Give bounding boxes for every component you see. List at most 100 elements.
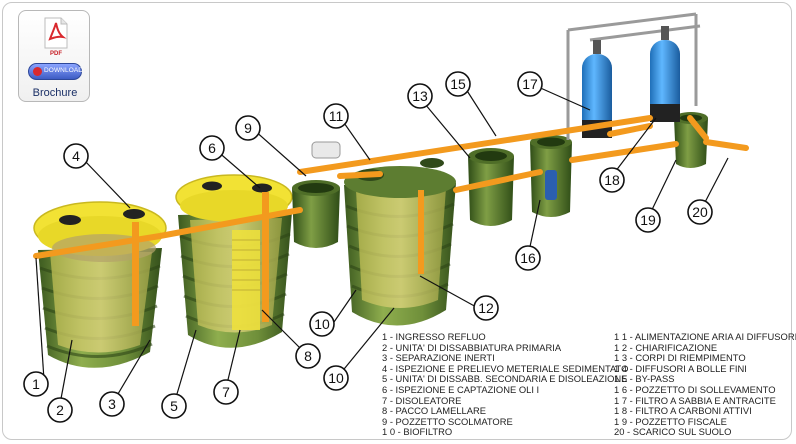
tank-dissabbiatura-secondaria — [175, 174, 293, 348]
callout-10: 10 — [323, 365, 349, 391]
callout-15: 15 — [445, 71, 471, 97]
callout-circle — [295, 343, 321, 369]
callout-circle — [309, 311, 335, 337]
callout-circle — [515, 245, 541, 271]
filter-frame — [566, 12, 701, 140]
callout-number: 2 — [56, 402, 64, 418]
callout-16: 16 — [515, 245, 541, 271]
download-icon — [33, 67, 42, 76]
piping — [33, 115, 749, 259]
callout-circle — [635, 207, 661, 233]
callout-20: 20 — [687, 199, 713, 225]
tank-biofiltro — [344, 158, 456, 326]
callout-number: 12 — [478, 300, 494, 316]
callout-number: 7 — [222, 384, 230, 400]
callout-circle — [213, 379, 239, 405]
chiarificazione-tank — [468, 148, 514, 226]
callout-9: 9 — [235, 115, 261, 141]
download-button[interactable]: DOWNLOAD — [28, 63, 84, 80]
callout-4: 4 — [63, 143, 89, 169]
callout-circle — [517, 71, 543, 97]
legend-right: 1 1 - ALIMENTAZIONE ARIA AI DIFFUSORI 1 … — [614, 331, 796, 438]
callout-circle — [23, 371, 49, 397]
callout-13: 13 — [407, 83, 433, 109]
legend-item: 1 4 - DIFFUSORI A BOLLE FINI — [614, 362, 747, 374]
legend-item: 1 9 - POZZETTO FISCALE — [614, 415, 727, 427]
legend-item: 1 8 - FILTRO A CARBONI ATTIVI — [614, 405, 752, 417]
blower-icon — [311, 141, 341, 159]
pdf-badge: PDF — [50, 51, 62, 57]
callout-circle — [323, 103, 349, 129]
callout-number: 20 — [692, 204, 708, 220]
legend-item: 20 - SCARICO SUL SUOLO — [614, 426, 732, 438]
callout-number: 16 — [520, 250, 536, 266]
legend-item: 1 3 - CORPI DI RIEMPIMENTO — [614, 352, 746, 364]
pdf-icon — [44, 17, 68, 49]
callout-number: 10 — [328, 370, 344, 386]
brochure-label[interactable]: Brochure — [32, 87, 78, 99]
legend-item: 3 - SEPARAZIONE INERTI — [382, 352, 495, 364]
callout-number: 10 — [314, 316, 330, 332]
download-label: DOWNLOAD — [44, 67, 84, 74]
legend-item: 1 2 - CHIARIFICAZIONE — [614, 341, 718, 353]
callout-7: 7 — [213, 379, 239, 405]
callout-number: 18 — [604, 172, 620, 188]
callout-1: 1 — [23, 371, 49, 397]
legend-left: 1 - INGRESSO REFLUO 2 - UNITA' DI DISSAB… — [382, 331, 629, 438]
callout-number: 1 — [32, 376, 40, 392]
callout-circle — [473, 295, 499, 321]
callout-19: 19 — [635, 207, 661, 233]
callout-number: 5 — [170, 398, 178, 414]
callout-circle — [99, 391, 125, 417]
callout-circle — [599, 167, 625, 193]
callout-number: 13 — [412, 88, 428, 104]
filtro-carboni-attivi — [650, 26, 680, 122]
callout-number: 17 — [522, 76, 538, 92]
legend-item: 1 1 - ALIMENTAZIONE ARIA AI DIFFUSORI — [614, 331, 796, 342]
callout-number: 4 — [72, 148, 80, 164]
callout-circle — [687, 199, 713, 225]
callout-6: 6 — [199, 135, 225, 161]
callout-number: 3 — [108, 396, 116, 412]
legend-item: 1 7 - FILTRO A SABBIA E ANTRACITE — [614, 394, 776, 406]
legend-item: 2 - UNITA' DI DISSABBIATURA PRIMARIA — [382, 341, 562, 353]
callout-number: 15 — [450, 76, 466, 92]
legend-item: 5 - UNITA' DI DISSABB. SECONDARIA E DISO… — [382, 373, 628, 385]
legend-item: 4 - ISPEZIONE E PRELIEVO METERIALE SEDIM… — [382, 362, 629, 374]
pozzetto-sollevamento — [530, 135, 572, 217]
callout-number: 6 — [208, 140, 216, 156]
legend-item: 6 - ISPEZIONE E CAPTAZIONE OLI I — [382, 383, 540, 395]
callout-circle — [445, 71, 471, 97]
callout-circle — [161, 393, 187, 419]
legend-item: 8 - PACCO LAMELLARE — [382, 405, 487, 417]
brochure-panel[interactable]: PDF DOWNLOAD Brochure — [18, 10, 90, 102]
callout-circle — [199, 135, 225, 161]
callout-circle — [235, 115, 261, 141]
callout-number: 9 — [244, 120, 252, 136]
callout-number: 11 — [329, 108, 344, 124]
legend-item: 1 5 - BY-PASS — [614, 373, 675, 385]
callout-12: 12 — [473, 295, 499, 321]
callout-11: 11 — [323, 103, 349, 129]
legend-item: 7 - DISOLEATORE — [382, 394, 462, 406]
callout-2: 2 — [47, 397, 73, 423]
callout-circle — [323, 365, 349, 391]
legend-item: 9 - POZZETTO SCOLMATORE — [382, 415, 513, 427]
callout-number: 19 — [640, 212, 656, 228]
callout-3: 3 — [99, 391, 125, 417]
legend-item: 1 0 - BIOFILTRO — [382, 426, 453, 438]
leader-lines — [35, 85, 729, 405]
legend-item: 1 - INGRESSO REFLUO — [382, 331, 486, 342]
callout-circle — [63, 143, 89, 169]
pozzetto-scolmatore — [292, 180, 340, 248]
callout-10: 10 — [309, 311, 335, 337]
callout-circle — [407, 83, 433, 109]
callout-18: 18 — [599, 167, 625, 193]
callout-17: 17 — [517, 71, 543, 97]
callout-5: 5 — [161, 393, 187, 419]
callout-number: 8 — [304, 348, 312, 364]
callout-circle — [47, 397, 73, 423]
legend-item: 1 6 - POZZETTO DI SOLLEVAMENTO — [614, 383, 776, 395]
